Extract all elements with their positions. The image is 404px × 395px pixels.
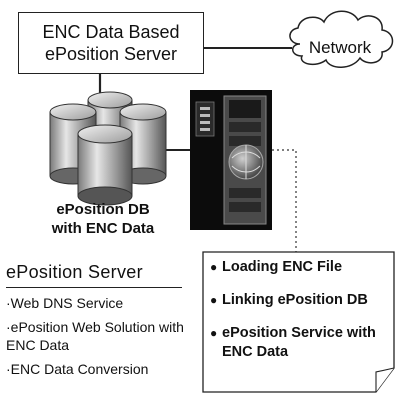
legend-item: ·Web DNS Service — [6, 295, 124, 311]
bullet-icon: ● — [210, 326, 218, 340]
database-label: ePosition DB with ENC Data — [28, 200, 178, 238]
bullet-icon: ● — [210, 293, 218, 307]
note-item: ● Linking ePosition DB — [210, 291, 390, 310]
legend-item: ·ENC Data Conversion — [6, 361, 149, 377]
legend-title: ePosition Server — [6, 262, 143, 282]
note-list: ● Loading ENC File ● Linking ePosition D… — [210, 258, 390, 376]
bullet-icon: ● — [210, 260, 218, 274]
note-item-label: ePosition Service with ENC Data — [222, 325, 376, 360]
database-label-line1: ePosition DB — [56, 201, 150, 218]
note-fold-icon — [375, 367, 395, 392]
legend-item: ·ePosition Web Solution with ENC Data — [6, 319, 184, 353]
database-icon — [49, 91, 167, 206]
server-box-line1: ENC Data Based — [42, 22, 180, 42]
enc-data-server-box: ENC Data Based ePosition Server — [18, 12, 204, 74]
server-box-line2: ePosition Server — [44, 44, 178, 64]
note-item-label: Loading ENC File — [222, 259, 343, 275]
cloud-icon — [289, 10, 394, 68]
server-tower-icon — [190, 90, 272, 230]
note-item-label: Linking ePosition DB — [222, 292, 368, 308]
network-label: Network — [308, 38, 372, 57]
note-item: ● Loading ENC File — [210, 258, 390, 277]
legend-list: ·Web DNS Service ·ePosition Web Solution… — [6, 294, 196, 384]
database-label-line2: with ENC Data — [51, 220, 155, 237]
note-item: ● ePosition Service with ENC Data — [210, 324, 390, 362]
dotted-leader — [272, 149, 297, 252]
legend-divider — [6, 287, 182, 288]
